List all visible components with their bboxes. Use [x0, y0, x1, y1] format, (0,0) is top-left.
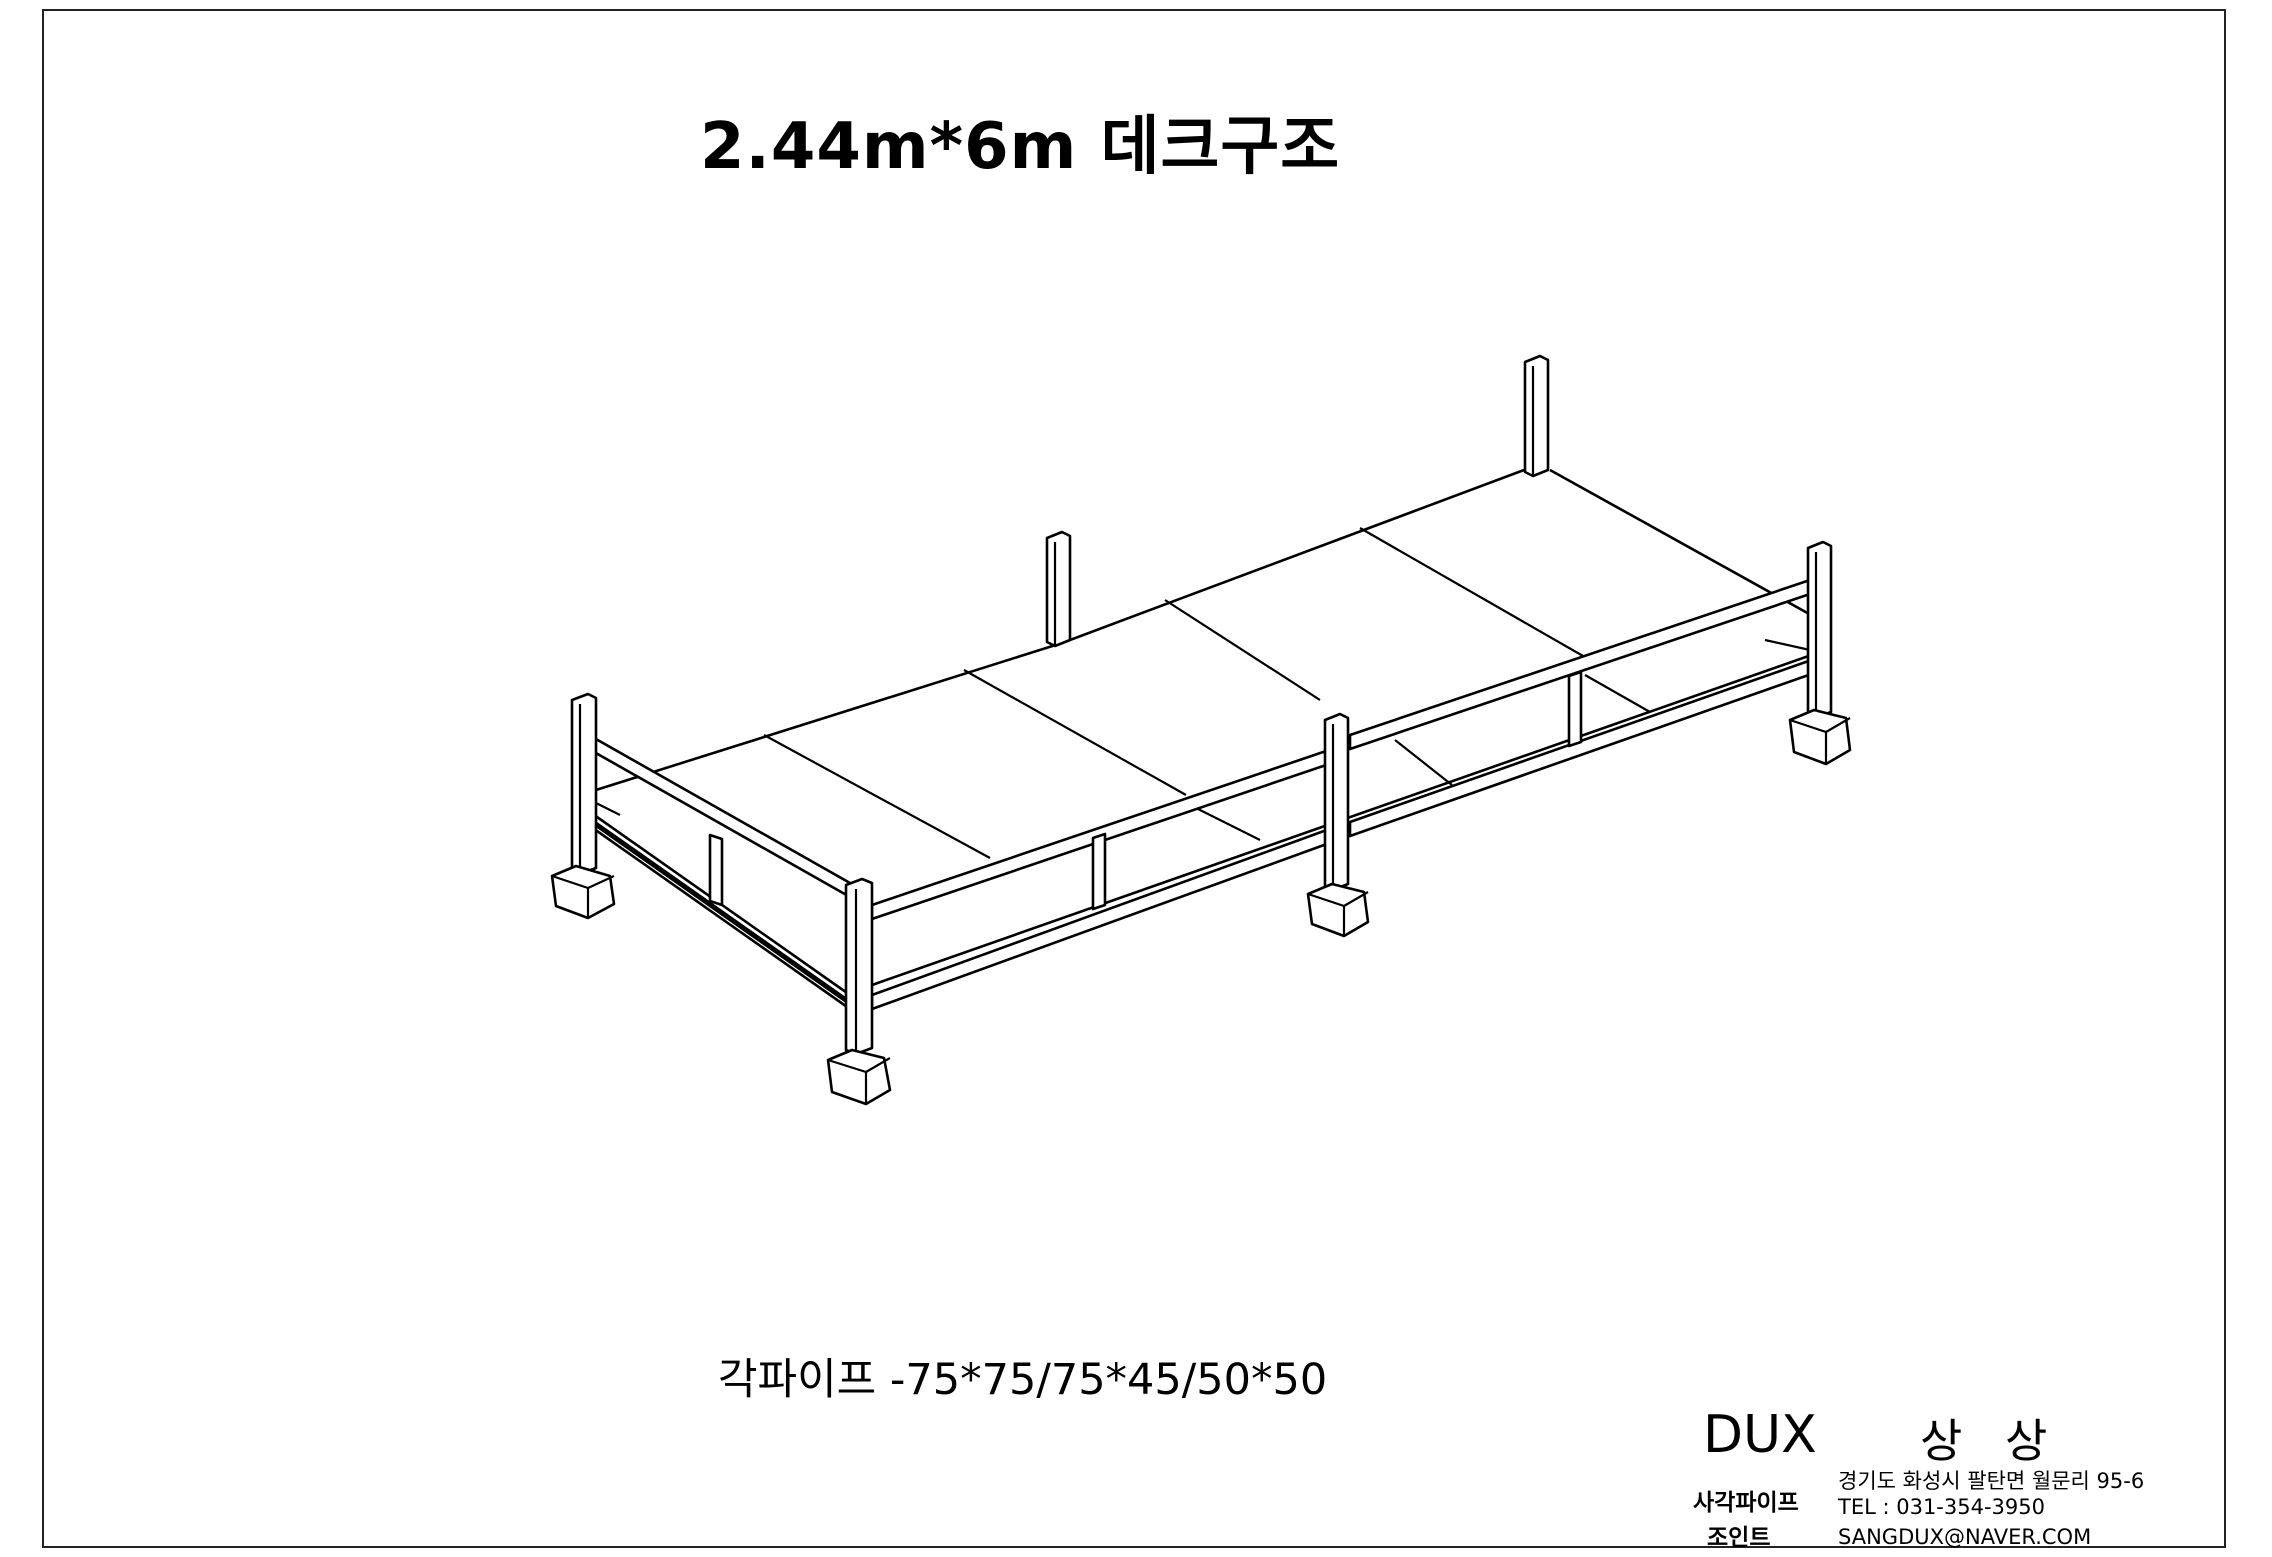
- drawing-sheet-border: [42, 9, 2226, 1548]
- front-corner-footing: [826, 1048, 892, 1106]
- product-line-2: 조인트: [1707, 1525, 1771, 1551]
- far-middle-post: [1045, 530, 1072, 648]
- front-lower-beam-right: [1348, 655, 1822, 838]
- front-middle-post: [1323, 712, 1350, 892]
- brand-name-kr: 상 상: [1920, 1414, 2062, 1468]
- product-line-1: 사각파이프: [1693, 1490, 1799, 1516]
- far-right-post: [1523, 354, 1550, 478]
- front-strut-1: [1091, 832, 1107, 911]
- deck-panel-divider-3: [1164, 599, 1321, 701]
- company-email: SANGDUX@NAVER.COM: [1838, 1525, 2092, 1549]
- deck-panel-divider-1: [763, 734, 991, 859]
- front-right-post: [1806, 540, 1833, 720]
- pipe-spec-label: 각파이프 -75*75/75*45/50*50: [718, 1355, 1328, 1405]
- deck-panel-divider-lower-3: [1584, 674, 1651, 713]
- front-right-footing: [1788, 708, 1852, 766]
- front-strut-2: [1567, 670, 1583, 748]
- company-tel: TEL : 031-354-3950: [1838, 1495, 2045, 1519]
- deck-inner-rail-2: [1764, 638, 1811, 652]
- deck-panel-divider-lower-1: [1195, 807, 1261, 841]
- drawing-title: 2.44m*6m 데크구조: [700, 110, 1341, 184]
- deck-panel-divider-lower-2: [1394, 739, 1453, 786]
- left-end-strut: [708, 833, 724, 907]
- front-left-footing: [550, 864, 616, 920]
- front-left-post: [570, 692, 598, 876]
- company-address: 경기도 화성시 팔탄면 월문리 95-6: [1838, 1469, 2145, 1493]
- deck-panel-divider-4: [1359, 527, 1591, 661]
- front-middle-footing: [1306, 882, 1370, 938]
- brand-name-en: DUX: [1703, 1405, 1817, 1465]
- deck-panel-divider-2: [963, 669, 1187, 796]
- front-corner-post: [844, 877, 874, 1056]
- left-end-lower-beam-shadow: [578, 810, 852, 1006]
